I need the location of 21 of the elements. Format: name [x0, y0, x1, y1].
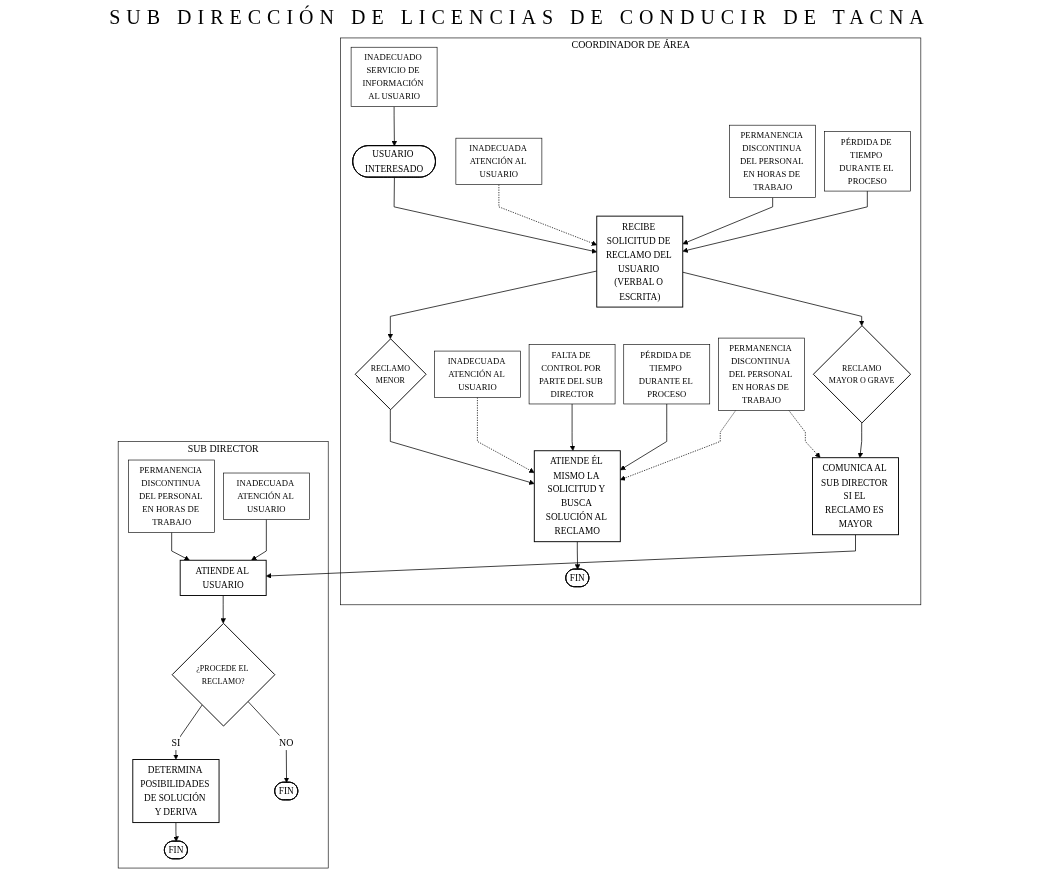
node-box: PÉRDIDA DE TIEMPO DURANTE EL PROCESO — [824, 131, 911, 192]
edge-label: NO — [279, 737, 294, 748]
node-box: RECIBE SOLICITUD DE RECLAMO DEL USUARIO (VERBAL O ESCRITA) — [596, 215, 684, 308]
node-box: INADECUADA ATENCIÓN AL USUARIO — [455, 137, 543, 185]
diagram-title: SUB DIRECCIÓN DE LICENCIAS DE CONDUCIR DE TACNA — [108, 6, 931, 29]
node-box: PÉRDIDA DE TIEMPO DURANTE EL PROCESO — [623, 344, 711, 405]
node-diamond: RECLAMO MAYOR O GRAVE — [812, 325, 912, 424]
node-diamond: ¿PROCEDE EL RECLAMO? — [171, 622, 276, 727]
node-box: ATIENDE ÉL MISMO LA SOLICITUD Y BUSCA SOLUCIÓN AL RECLAMO — [533, 450, 621, 543]
node-box: ATIENDE AL USUARIO — [179, 559, 267, 596]
node-box: PERMANENCIA DISCONTINUA DEL PERSONAL EN HORAS DE TRABAJO — [128, 459, 215, 533]
node-box: PERMANENCIA DISCONTINUA DEL PERSONAL EN HORAS DE TRABAJO — [729, 124, 816, 198]
node-box: INADECUADO SERVICIO DE INFORMACIÓN AL USUARIO — [350, 46, 438, 107]
node-box: INADECUADA ATENCIÓN AL USUARIO — [434, 350, 521, 398]
edge-label: SI — [171, 737, 181, 748]
node-box: DETERMINA POSIBILIDADES DE SOLUCIÓN Y DERIVA — [132, 759, 220, 824]
node-box: COMUNICA AL SUB DIRECTOR SI EL RECLAMO ES MAYOR — [812, 457, 899, 536]
node-diamond: RECLAMO MENOR — [354, 338, 427, 411]
node-box: INADECUADA ATENCIÓN AL USUARIO — [223, 472, 310, 520]
node-box: FALTA DE CONTROL POR PARTE DEL SUB DIRECTOR — [528, 344, 616, 405]
node-box: PERMANENCIA DISCONTINUA DEL PERSONAL EN HORAS DE TRABAJO — [718, 337, 805, 411]
